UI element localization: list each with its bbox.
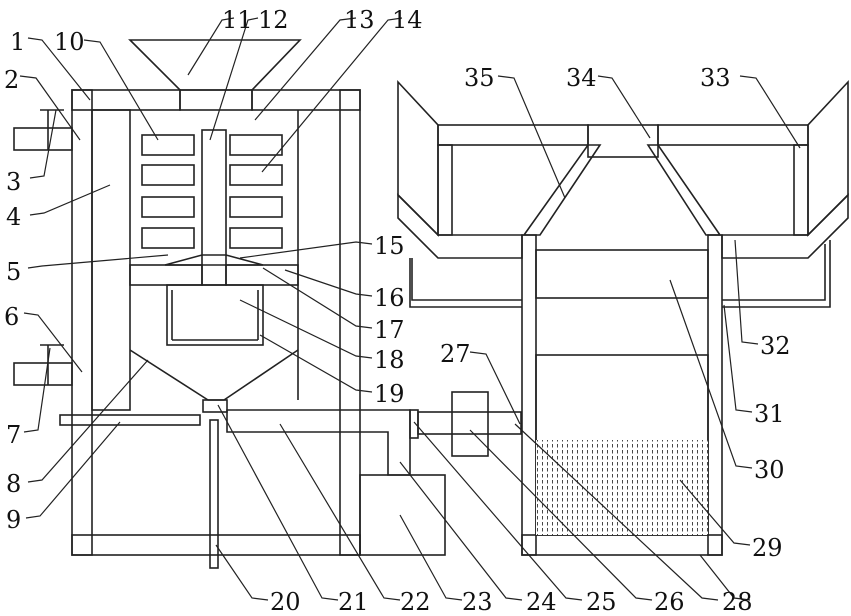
label-13: 13 [344, 6, 375, 34]
right-tank-bottom-wall [522, 535, 722, 555]
right-tank [398, 82, 848, 555]
right-tank-right-wall [708, 235, 722, 555]
label-22: 22 [400, 588, 431, 616]
filter-layer [536, 250, 708, 298]
label-18: 18 [374, 346, 405, 374]
collector-box [167, 285, 263, 345]
funnel [130, 350, 298, 400]
label-28: 28 [722, 588, 753, 616]
tray-bottom-right [722, 195, 848, 258]
label-34: 34 [566, 64, 597, 92]
left-tank-left-wall [72, 90, 92, 555]
label-15: 15 [374, 232, 405, 260]
label-5: 5 [6, 258, 21, 286]
tray-right-wall [808, 82, 848, 235]
pump-box [360, 475, 445, 555]
label-31: 31 [754, 400, 785, 428]
tray-bottom-left [398, 195, 522, 258]
label-7: 7 [6, 421, 21, 449]
lower-side-pipe [14, 363, 72, 385]
label-25: 25 [586, 588, 617, 616]
push-rod [60, 415, 200, 425]
label-21: 21 [338, 588, 369, 616]
upper-side-pipe [14, 128, 72, 150]
liquid-lower [536, 440, 708, 535]
label-32: 32 [760, 332, 791, 360]
label-35: 35 [464, 64, 495, 92]
label-16: 16 [374, 284, 405, 312]
stirring-paddles [142, 135, 282, 248]
left-tank [14, 40, 521, 568]
feed-hopper [130, 40, 300, 90]
right-tank-left-wall [522, 235, 536, 555]
pipe-joint [410, 410, 418, 438]
label-30: 30 [754, 456, 785, 484]
label-26: 26 [654, 588, 685, 616]
pebble-filter-left [438, 145, 452, 235]
inline-valve [452, 392, 488, 456]
left-tank-top-wall-left [72, 90, 180, 110]
label-23: 23 [462, 588, 493, 616]
filter-cone-right [648, 145, 720, 235]
label-17: 17 [374, 316, 405, 344]
conveying-pipe [227, 410, 410, 475]
label-27: 27 [440, 340, 471, 368]
label-19: 19 [374, 380, 405, 408]
label-3: 3 [6, 168, 21, 196]
label-6: 6 [4, 303, 19, 331]
label-33: 33 [700, 64, 731, 92]
label-2: 2 [4, 66, 19, 94]
label-4: 4 [6, 203, 21, 231]
filter-plate-right [226, 265, 298, 285]
label-10: 10 [54, 28, 85, 56]
label-29: 29 [752, 534, 783, 562]
label-9: 9 [6, 506, 21, 534]
label-12: 12 [258, 6, 289, 34]
bottom-outlet [203, 400, 227, 412]
label-8: 8 [6, 470, 21, 498]
inlet-neck [180, 90, 252, 110]
label-11: 11 [222, 6, 253, 34]
tray-top-right [658, 125, 808, 145]
label-1: 1 [10, 28, 25, 56]
label-20: 20 [270, 588, 301, 616]
pebble-filter-right [794, 145, 808, 235]
label-14: 14 [392, 6, 423, 34]
tray-top-center [588, 125, 658, 157]
tray-left-wall [398, 82, 438, 235]
filter-plate-left [130, 265, 202, 285]
transfer-pipe [418, 412, 521, 434]
stirring-shaft [202, 130, 226, 285]
tray-top-left [438, 125, 588, 145]
label-24: 24 [526, 588, 557, 616]
left-tank-top-wall-right [252, 90, 360, 110]
